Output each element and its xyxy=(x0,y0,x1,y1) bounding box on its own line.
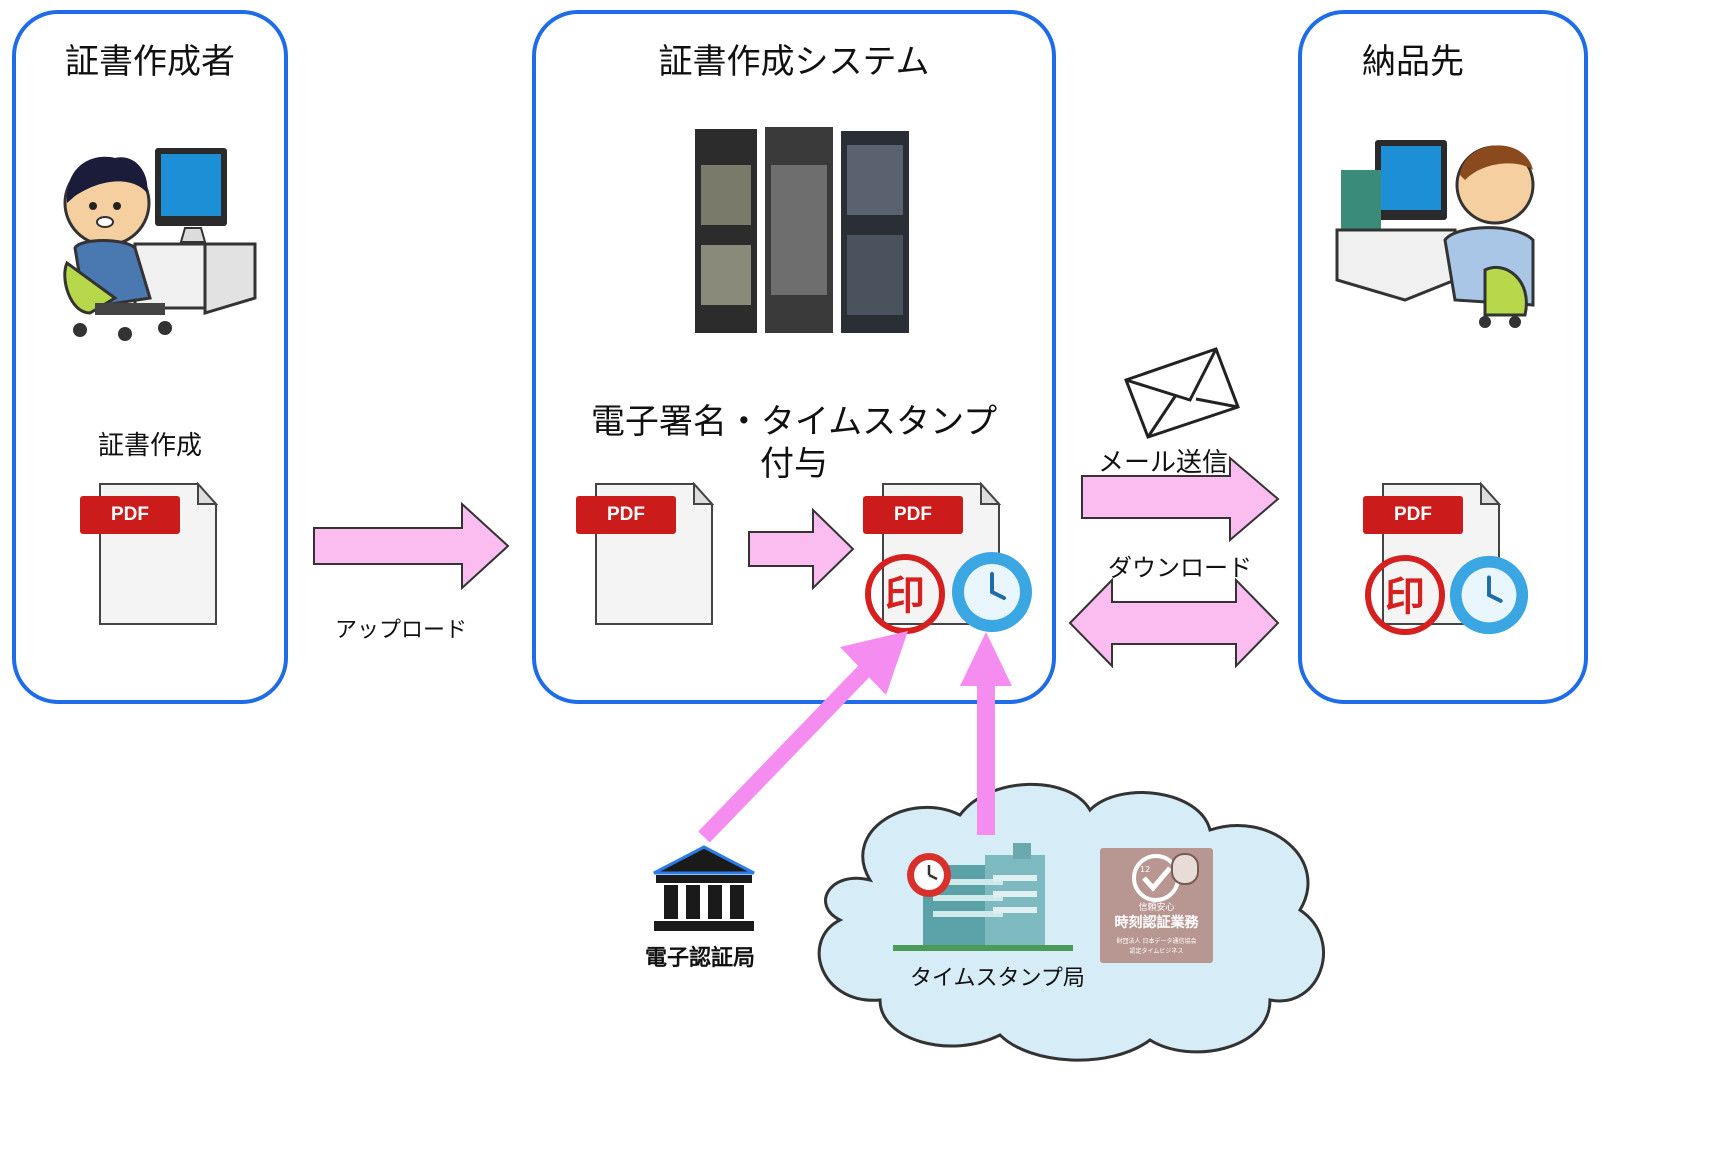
seal-stamp-icon: 印 xyxy=(865,554,945,634)
pdf-badge: PDF xyxy=(80,496,180,534)
creator-caption: 証書作成 xyxy=(97,431,202,461)
timestamp-authority-building-icon xyxy=(893,843,1073,951)
timestamp-flow-arrow xyxy=(960,632,1012,835)
server-racks-icon xyxy=(695,127,909,333)
svg-text:12: 12 xyxy=(1140,865,1150,874)
badge-footer-line1: 財団法人 日本データ通信協会 xyxy=(1116,938,1197,945)
creator-title: 証書作成者 xyxy=(65,42,235,82)
upload-label: アップロード xyxy=(335,618,468,643)
timestamp-authority-label: タイムスタンプ局 xyxy=(910,966,1085,991)
pdf-badge: PDF xyxy=(576,496,676,534)
system-unsigned-pdf-document: PDF xyxy=(576,482,741,652)
clock-timestamp-icon xyxy=(1449,555,1529,635)
download-label: ダウンロード xyxy=(1108,554,1252,582)
svg-text:印: 印 xyxy=(1385,574,1425,620)
recipient-person-at-desk-icon xyxy=(1335,140,1535,328)
badge-footer-line2: 認定タイムビジネス xyxy=(1129,948,1184,955)
badge-top-text: 信頼安心 xyxy=(1138,903,1175,913)
mail-send-arrow xyxy=(1081,456,1280,542)
mail-label: メール送信 xyxy=(1098,448,1229,478)
creator-pdf-document: PDF xyxy=(80,482,245,652)
pdf-badge: PDF xyxy=(863,496,963,534)
recipient-title: 納品先 xyxy=(1362,42,1464,82)
download-double-arrow xyxy=(1068,578,1280,668)
clock-timestamp-icon xyxy=(952,552,1032,632)
envelope-icon xyxy=(1124,347,1240,439)
seal-stamp-icon: 印 xyxy=(1365,555,1445,635)
certification-flow-arrow xyxy=(698,631,908,843)
signing-arrow xyxy=(748,508,855,590)
certification-authority-building-icon xyxy=(653,845,755,931)
system-title: 証書作成システム xyxy=(658,42,930,82)
creator-person-at-desk-icon xyxy=(63,148,257,341)
upload-arrow xyxy=(313,501,510,591)
system-caption-line2: 付与 xyxy=(760,444,828,484)
pdf-badge: PDF xyxy=(1363,496,1463,534)
badge-main-text: 時刻認証業務 xyxy=(1114,915,1199,931)
certification-authority-label: 電子認証局 xyxy=(645,946,756,971)
certified-time-business-badge: 12 信頼安心 時刻認証業務 財団法人 日本データ通信協会 認定タイムビジネス xyxy=(1100,848,1213,963)
svg-text:印: 印 xyxy=(885,573,925,619)
system-caption-line1: 電子署名・タイムスタンプ xyxy=(590,402,998,442)
recipient-panel xyxy=(1298,10,1588,704)
